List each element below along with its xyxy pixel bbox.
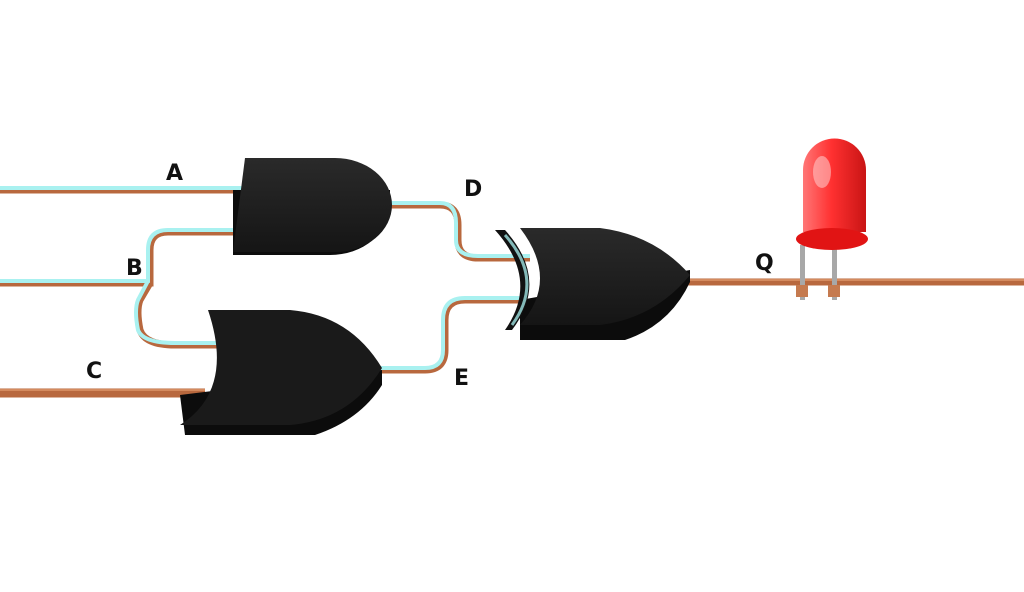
wire-b	[0, 228, 235, 349]
led-indicator	[796, 138, 868, 300]
label-b: B	[126, 256, 143, 281]
label-c: C	[86, 359, 102, 384]
or-gate	[495, 228, 690, 340]
gate-lower	[180, 310, 382, 435]
label-q: Q	[755, 251, 774, 276]
wire-q	[688, 278, 1024, 286]
wire-e	[380, 296, 520, 374]
wire-c	[0, 388, 205, 398]
and-gate-upper	[233, 158, 392, 255]
wire-a	[0, 186, 245, 194]
label-d: D	[464, 177, 482, 202]
label-e: E	[454, 366, 469, 391]
label-a: A	[166, 161, 183, 186]
wire-d	[390, 201, 530, 262]
